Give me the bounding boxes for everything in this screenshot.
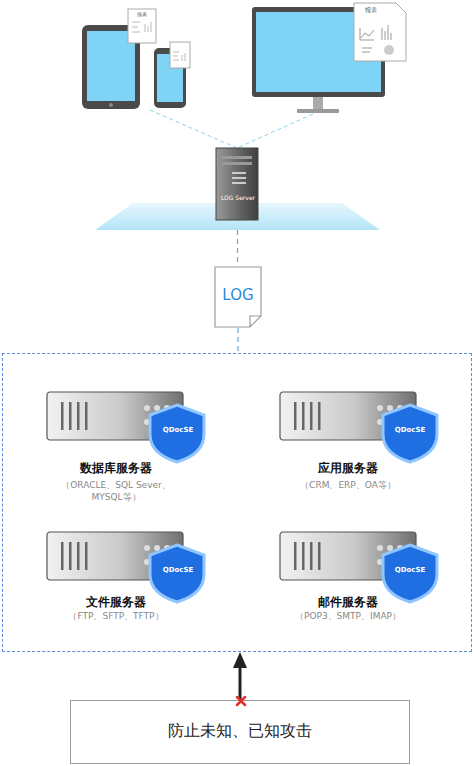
shield-label: QDocSE [148, 566, 208, 575]
report-label: 报表 [131, 11, 153, 17]
log-server: LOG Server [95, 148, 380, 230]
report-label: 报表 [358, 6, 384, 13]
server-name: 数据库服务器 [31, 461, 201, 477]
server-note: （POP3、SMTP、IMAP） [268, 611, 428, 623]
note-text: 防止未知、已知攻击 [71, 721, 408, 742]
protected-server: QDocSE文件服务器（FTP、SFTP、TFTP） [31, 529, 201, 629]
server-group: QDocSE 数据库服务器 （ORACLE、SQL Sever、 MYSQL等） QD… [2, 353, 472, 652]
server-note: （ORACLE、SQL Sever、 MYSQL等） [61, 480, 171, 503]
server-name: 文件服务器 [31, 595, 201, 611]
log-document: LOG [214, 266, 262, 328]
server-note: （CRM、ERP、OA等） [293, 480, 403, 492]
protected-server: QDocSE应用服务器（CRM、ERP、OA等） [263, 389, 433, 507]
shield-label: QDocSE [380, 426, 440, 435]
server-note: （FTP、SFTP、TFTP） [36, 611, 196, 623]
document-label: LOG [214, 286, 262, 306]
note-box: 防止未知、已知攻击 [70, 700, 410, 764]
server-name: 邮件服务器 [263, 595, 433, 611]
shield-label: QDocSE [380, 566, 440, 575]
arrow-connector [233, 652, 247, 700]
server-label: LOG Server [214, 194, 262, 202]
shield-label: QDocSE [148, 426, 208, 435]
dashed-connector [237, 230, 238, 266]
server-name: 应用服务器 [263, 461, 433, 477]
protected-server: QDocSE邮件服务器（POP3、SMTP、IMAP） [263, 529, 433, 629]
protected-server: QDocSE数据库服务器（ORACLE、SQL Sever、 MYSQL等） [31, 389, 201, 507]
dashed-connector [238, 328, 239, 353]
